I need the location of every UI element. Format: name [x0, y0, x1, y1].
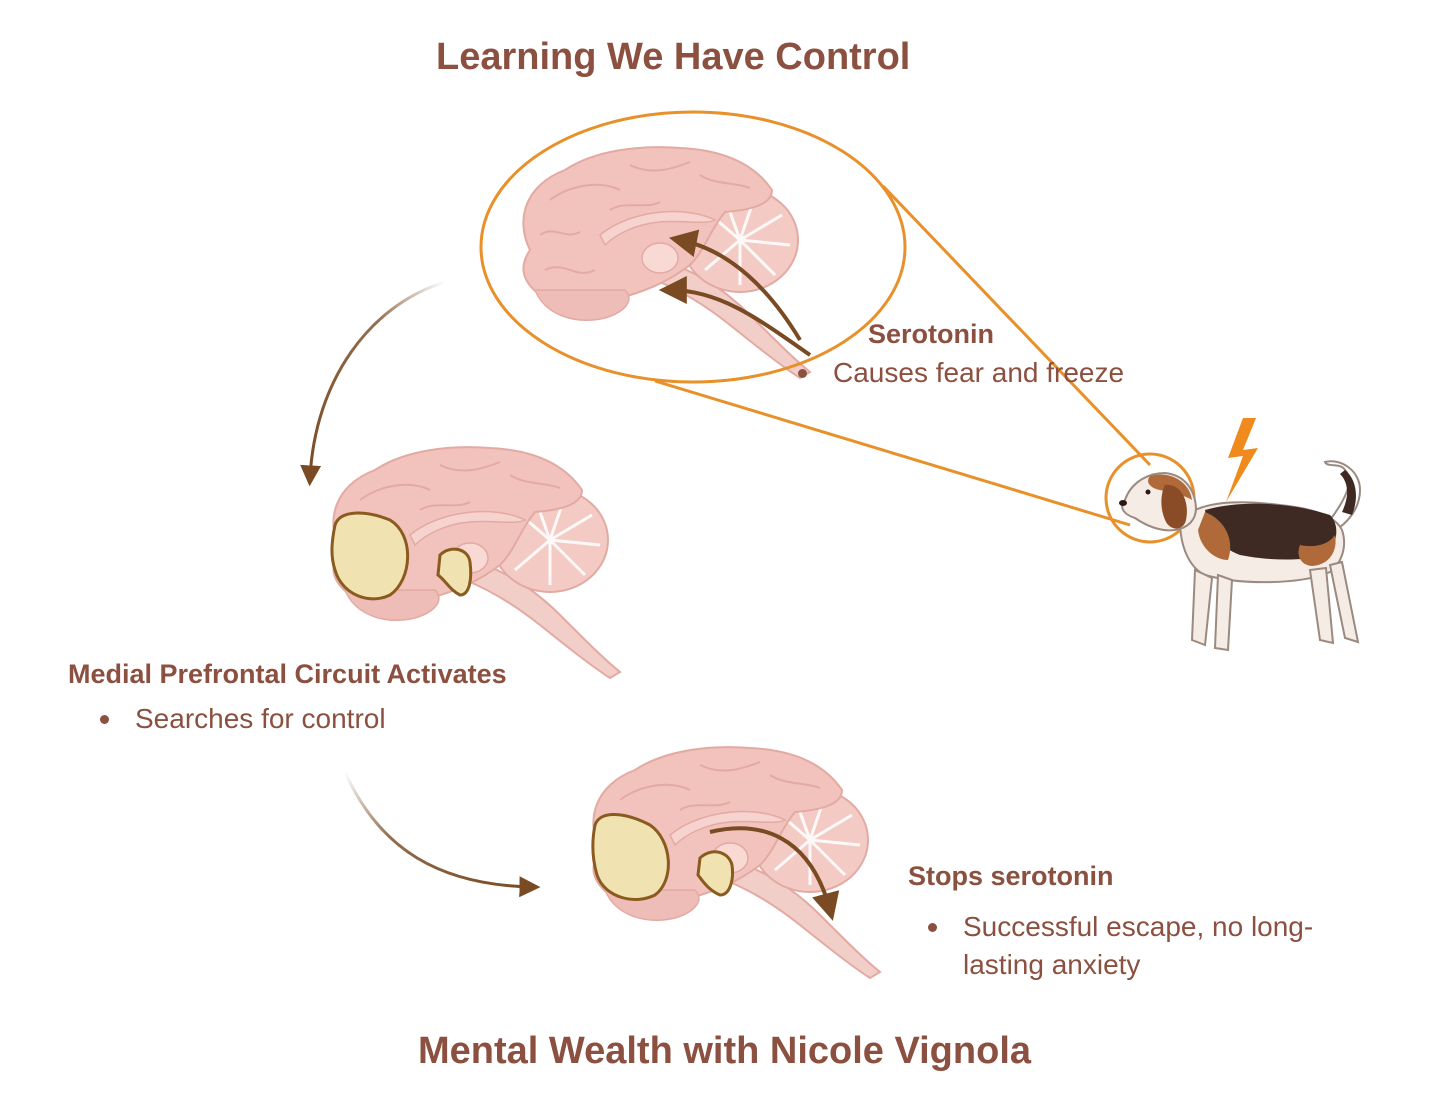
medial-prefrontal-bullet-text: Searches for control — [135, 703, 386, 734]
stops-serotonin-heading: Stops serotonin — [908, 861, 1114, 891]
stops-serotonin-bullet-text: Successful escape, no long-lasting anxie… — [963, 911, 1314, 980]
medial-prefrontal-label: Medial Prefrontal Circuit Activates Sear… — [68, 658, 507, 738]
serotonin-heading: Serotonin — [868, 319, 994, 349]
medial-prefrontal-heading: Medial Prefrontal Circuit Activates — [68, 659, 507, 689]
brain-top — [521, 145, 812, 380]
serotonin-bullet: Causes fear and freeze — [798, 354, 1124, 392]
serotonin-label: Serotonin Causes fear and freeze — [798, 318, 1124, 392]
bullet-icon — [928, 923, 937, 932]
diagram-title: Learning We Have Control — [436, 36, 911, 78]
bullet-icon — [798, 369, 807, 378]
stops-serotonin-bullet: Successful escape, no long-lasting anxie… — [928, 908, 1368, 984]
bullet-icon — [100, 715, 109, 724]
brain-icon — [521, 145, 812, 380]
brain-middle — [330, 445, 622, 680]
serotonin-bullet-text: Causes fear and freeze — [833, 357, 1125, 388]
flow-arrow-icon — [343, 771, 541, 898]
lightning-bolt-icon — [1226, 418, 1258, 502]
flow-arrow-icon — [300, 280, 446, 487]
medial-prefrontal-bullet: Searches for control — [100, 700, 507, 738]
stops-serotonin-label: Stops serotonin Successful escape, no lo… — [908, 860, 1368, 984]
credit-title: Mental Wealth with Nicole Vignola — [418, 1030, 1032, 1072]
brain-bottom — [591, 745, 882, 980]
highlight-ring — [479, 110, 907, 384]
dog-icon — [1119, 460, 1362, 652]
